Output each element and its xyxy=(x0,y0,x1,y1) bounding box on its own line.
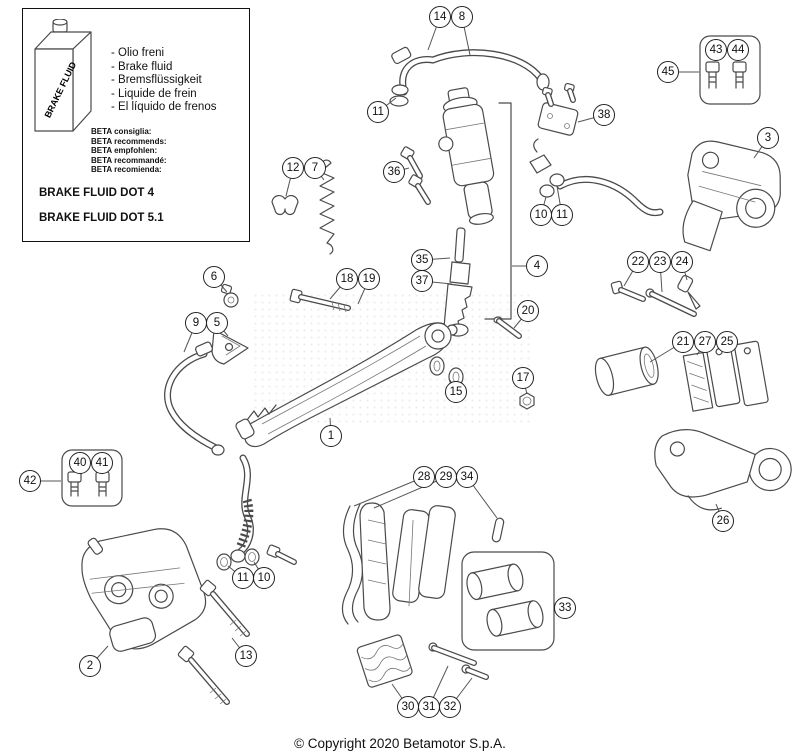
fluid-name-line: - Liquide de frein xyxy=(111,87,197,100)
rear-banjo-bolts xyxy=(705,61,747,89)
pad-retaining-plate xyxy=(359,502,391,621)
brake-pedal-lever xyxy=(235,322,452,448)
callout-10: 10 xyxy=(253,567,275,589)
front-caliper-pistons xyxy=(466,563,544,637)
fluid-name-line: - Bremsflüssigkeit xyxy=(111,74,202,86)
callout-14: 14 xyxy=(429,6,451,28)
pad-pin-and-bolt xyxy=(428,642,489,680)
callout-11: 11 xyxy=(232,567,254,589)
front-brake-caliper xyxy=(81,528,207,652)
bleed-pin xyxy=(491,517,505,543)
recommend-line: BETA consiglia: xyxy=(91,127,152,136)
retaining-clip xyxy=(271,194,299,216)
callout-11: 11 xyxy=(551,204,573,226)
callout-9: 9 xyxy=(185,312,207,334)
pedal-tip-parts xyxy=(211,283,249,365)
fluid-name-line: - Brake fluid xyxy=(111,60,173,73)
callout-7: 7 xyxy=(304,157,326,179)
callout-13: 13 xyxy=(235,645,257,667)
callout-40: 40 xyxy=(69,452,91,474)
callout-6: 6 xyxy=(203,266,225,288)
front-caliper-bolts xyxy=(177,579,250,705)
rear-brake-hose-lower xyxy=(529,138,664,217)
callout-11: 11 xyxy=(367,101,389,123)
rear-brake-caliper xyxy=(682,140,781,252)
callout-32: 32 xyxy=(439,696,461,718)
master-cylinder-screws xyxy=(400,146,431,205)
bottle-drawing: BRAKE FLUID xyxy=(34,18,92,132)
front-brake-hose xyxy=(230,454,254,563)
fluid-name-list: - Olio freni - Brake fluid - Bremsflüssi… xyxy=(111,47,216,115)
front-brake-pads xyxy=(392,505,456,607)
callout-41: 41 xyxy=(91,452,113,474)
master-cylinder-pushrod xyxy=(443,227,473,337)
callout-4: 4 xyxy=(526,255,548,277)
recommend-line: BETA recomienda: xyxy=(91,165,162,174)
callout-29: 29 xyxy=(435,466,457,488)
callout-45: 45 xyxy=(657,61,679,83)
callout-15: 15 xyxy=(445,381,467,403)
fluid-name-line: - El líquido de frenos xyxy=(111,101,217,113)
caliper-mount-bolts xyxy=(610,274,701,317)
callout-42: 42 xyxy=(19,470,41,492)
dot51-label: BRAKE FLUID DOT 5.1 xyxy=(39,212,164,224)
pedal-return-spring xyxy=(319,159,335,255)
rear-master-cylinder xyxy=(438,87,495,225)
clevis-pin xyxy=(493,316,522,339)
callout-30: 30 xyxy=(397,696,419,718)
recommend-line: BETA recommends: xyxy=(91,136,167,146)
pivot-bolt xyxy=(289,288,351,313)
recommend-line: BETA recommandé: xyxy=(91,155,167,165)
callout-38: 38 xyxy=(593,104,615,126)
callout-19: 19 xyxy=(358,268,380,290)
callout-10: 10 xyxy=(530,204,552,226)
rear-brake-pads xyxy=(682,340,769,412)
callout-26: 26 xyxy=(712,510,734,532)
hose-clamp xyxy=(537,82,579,136)
callout-43: 43 xyxy=(705,39,727,61)
callout-20: 20 xyxy=(517,300,539,322)
hose-washers xyxy=(216,544,297,571)
callout-12: 12 xyxy=(282,157,304,179)
callout-23: 23 xyxy=(649,251,671,273)
copyright-text: © Copyright 2020 Betamotor S.p.A. xyxy=(294,736,506,751)
callout-18: 18 xyxy=(336,268,358,290)
callout-34: 34 xyxy=(456,466,478,488)
callout-37: 37 xyxy=(411,270,433,292)
recommend-list: BETA consiglia: BETA recommends: BETA em… xyxy=(91,127,167,175)
rear-caliper-piston xyxy=(594,346,659,396)
callout-27: 27 xyxy=(694,331,716,353)
rear-brake-hose-upper xyxy=(389,46,550,107)
fluid-name-line: - Olio freni xyxy=(111,47,165,59)
callout-17: 17 xyxy=(512,367,534,389)
callout-22: 22 xyxy=(627,251,649,273)
front-banjo-bolts xyxy=(67,471,110,497)
callout-31: 31 xyxy=(418,696,440,718)
callout-8: 8 xyxy=(451,6,473,28)
rear-caliper-bracket xyxy=(654,429,792,511)
callout-5: 5 xyxy=(206,312,228,334)
pad-spring xyxy=(341,503,364,625)
recommend-line: BETA empfohlen: xyxy=(91,146,158,155)
callout-33: 33 xyxy=(554,597,576,619)
callout-3: 3 xyxy=(757,127,779,149)
anti-rattle-plate xyxy=(356,634,413,688)
callout-21: 21 xyxy=(672,331,694,353)
brake-fluid-bottle: BRAKE FLUID xyxy=(29,18,101,144)
dot4-label: BRAKE FLUID DOT 4 xyxy=(39,187,154,199)
fluid-info-box: BRAKE FLUID - Olio freni - Brake fluid -… xyxy=(22,8,250,242)
callout-2: 2 xyxy=(79,655,101,677)
callout-25: 25 xyxy=(716,331,738,353)
callout-1: 1 xyxy=(320,425,342,447)
lock-nut xyxy=(519,392,535,410)
callout-28: 28 xyxy=(413,466,435,488)
callout-36: 36 xyxy=(383,161,405,183)
callout-24: 24 xyxy=(671,251,693,273)
callout-35: 35 xyxy=(411,249,433,271)
rear-hose-to-master xyxy=(164,341,225,456)
callout-44: 44 xyxy=(727,39,749,61)
